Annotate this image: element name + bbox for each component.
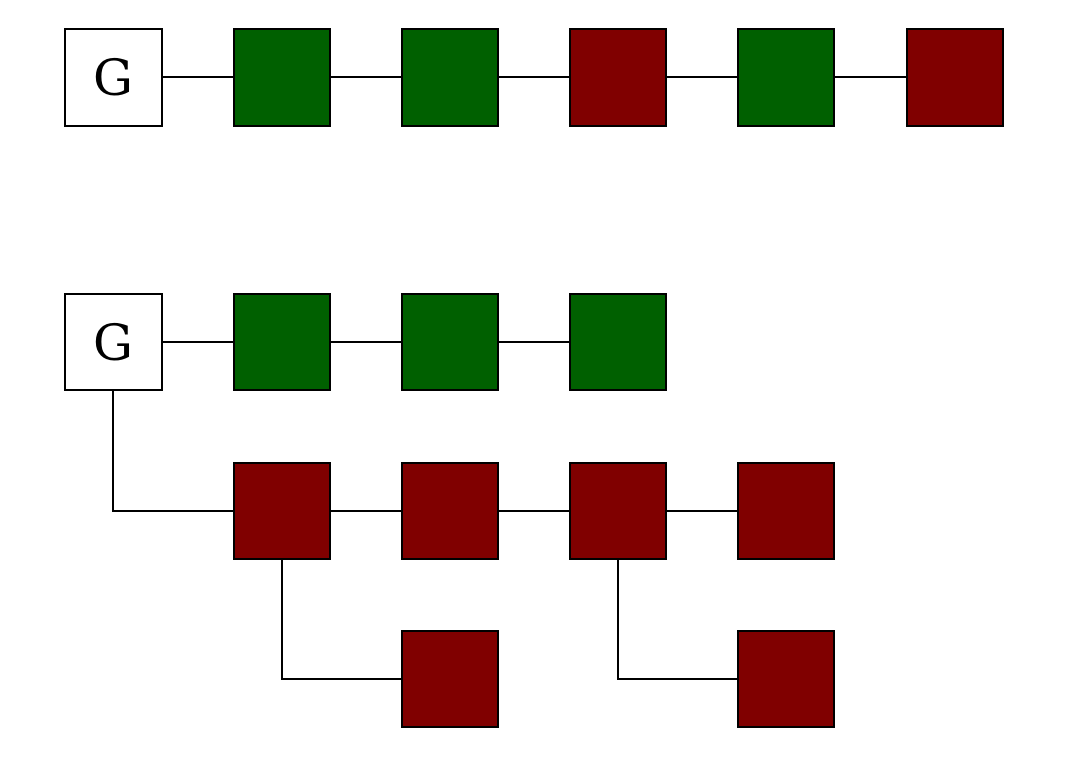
genesis-block	[64, 28, 163, 127]
linear-chain: G	[64, 28, 1004, 127]
red-block	[401, 462, 499, 560]
green-block	[233, 28, 331, 127]
genesis-label: G	[93, 314, 133, 372]
red-block	[401, 630, 499, 728]
fork-edge	[281, 559, 402, 680]
red-block	[233, 462, 331, 560]
forked-chain: G	[64, 293, 835, 728]
red-block	[737, 630, 835, 728]
fork-edge	[617, 559, 738, 680]
green-block	[401, 293, 499, 391]
red-block	[569, 28, 667, 127]
fork-edge	[112, 390, 234, 512]
red-block	[737, 462, 835, 560]
genesis-block	[64, 293, 163, 391]
green-block	[737, 28, 835, 127]
green-block	[401, 28, 499, 127]
green-block	[569, 293, 667, 391]
red-block	[569, 462, 667, 560]
genesis-label: G	[93, 49, 133, 107]
red-block	[906, 28, 1004, 127]
green-block	[233, 293, 331, 391]
